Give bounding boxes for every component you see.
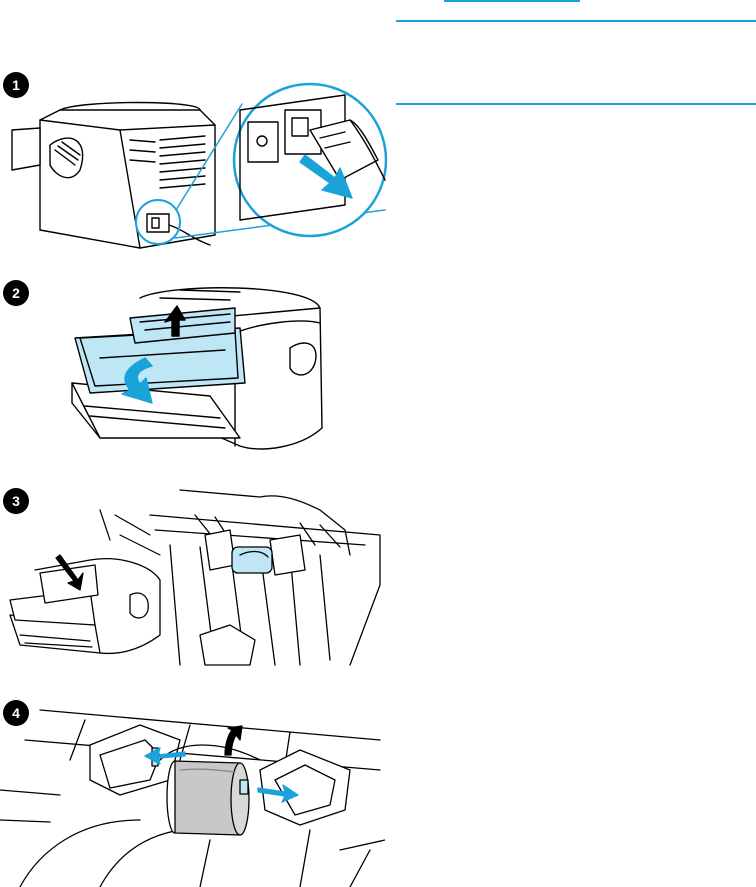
figure-unplug-printer	[0, 70, 395, 270]
link-underline	[444, 0, 580, 2]
printer-rear-view	[12, 103, 215, 249]
door-highlight	[75, 308, 245, 393]
lift-roller-arrow-icon	[225, 726, 242, 755]
paper-path-closeup	[150, 490, 380, 665]
figure-release-roller	[0, 700, 385, 887]
figure-open-door	[60, 278, 330, 458]
step-2-badge: 2	[3, 280, 29, 306]
printer-inset	[10, 559, 160, 654]
top-rule	[396, 20, 756, 22]
figure-locate-roller	[0, 485, 385, 670]
section-rule	[396, 103, 756, 105]
